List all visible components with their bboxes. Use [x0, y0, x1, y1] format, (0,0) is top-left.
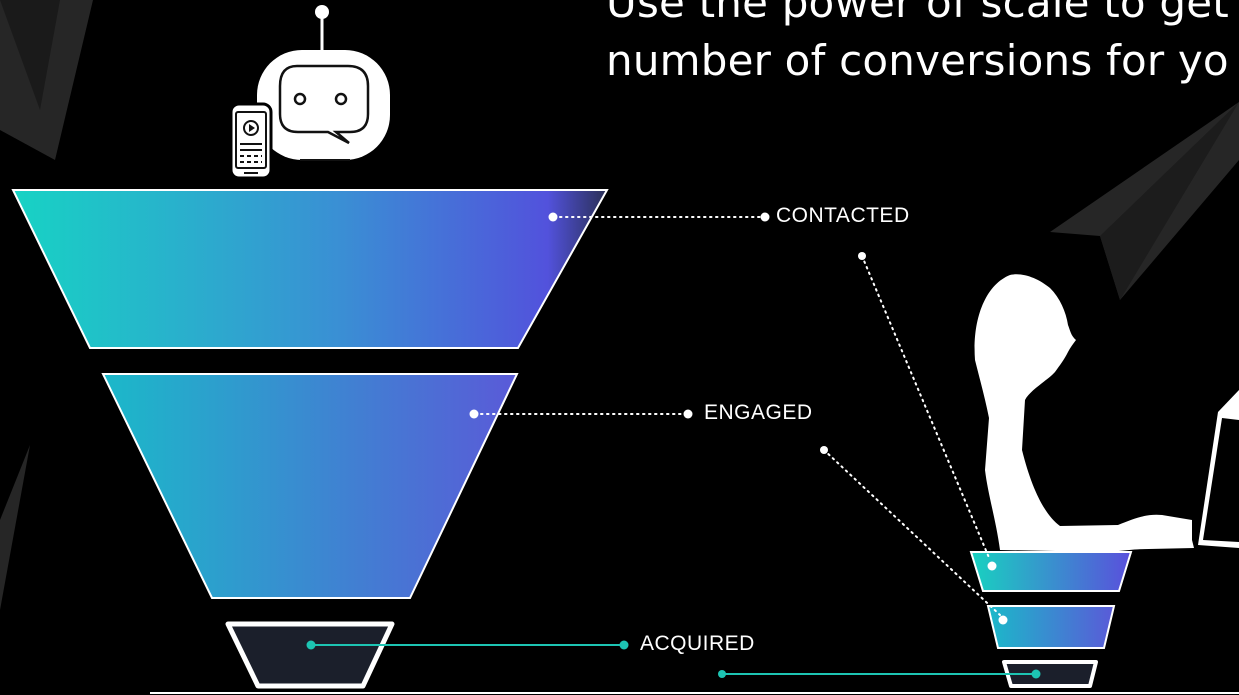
connector-contacted — [548, 212, 770, 222]
label-engaged: ENGAGED — [704, 401, 813, 424]
small-connector-engaged — [820, 446, 1008, 625]
woman-at-computer-silhouette — [974, 274, 1239, 552]
small-funnel-stage-contacted — [969, 551, 1133, 592]
funnel-stage-acquired — [225, 621, 395, 689]
small-connector-contacted — [858, 252, 997, 571]
funnel-stage-engaged — [101, 373, 519, 599]
chatbot-icon — [229, 5, 390, 180]
connector-acquired — [306, 640, 629, 650]
funnel-stage-contacted — [11, 189, 609, 349]
connector-engaged — [469, 409, 693, 419]
headline: Use the power of scale to get number of … — [606, 0, 1229, 90]
small-funnel-stage-engaged — [986, 605, 1116, 649]
headline-line-2: number of conversions for yo — [606, 36, 1229, 85]
label-acquired: ACQUIRED — [640, 632, 755, 655]
paper-plane-decorations — [0, 0, 1239, 610]
small-funnel-stage-acquired — [1002, 660, 1098, 688]
label-contacted: CONTACTED — [776, 204, 910, 227]
headline-line-1: Use the power of scale to get — [606, 0, 1229, 27]
small-connector-acquired — [718, 669, 1041, 679]
